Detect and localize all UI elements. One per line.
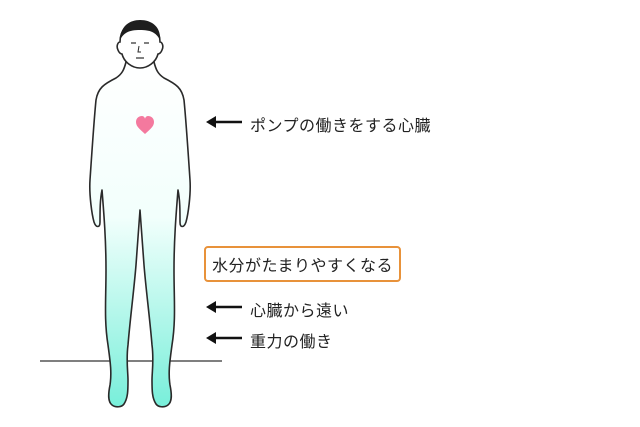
label-heart-pump: ポンプの働きをする心臓 [250,112,431,136]
gravity-text: 重力の働き [250,332,333,351]
body-silhouette [89,61,191,408]
heart-icon [136,116,154,134]
arrow-icon-heart [206,116,242,128]
water-accumulates-box: 水分がたまりやすくなる [204,246,402,282]
arrow-icon-gravity [206,332,242,344]
head [116,20,164,69]
heart-pump-text: ポンプの働きをする心臓 [250,116,432,135]
water-accumulates-text: 水分がたまりやすくなる [212,256,394,275]
label-gravity: 重力の働き [250,328,333,352]
label-far-from-heart: 心臓から遠い [250,297,349,321]
far-from-heart-text: 心臓から遠い [250,301,350,320]
arrow-icon-far [206,301,242,313]
